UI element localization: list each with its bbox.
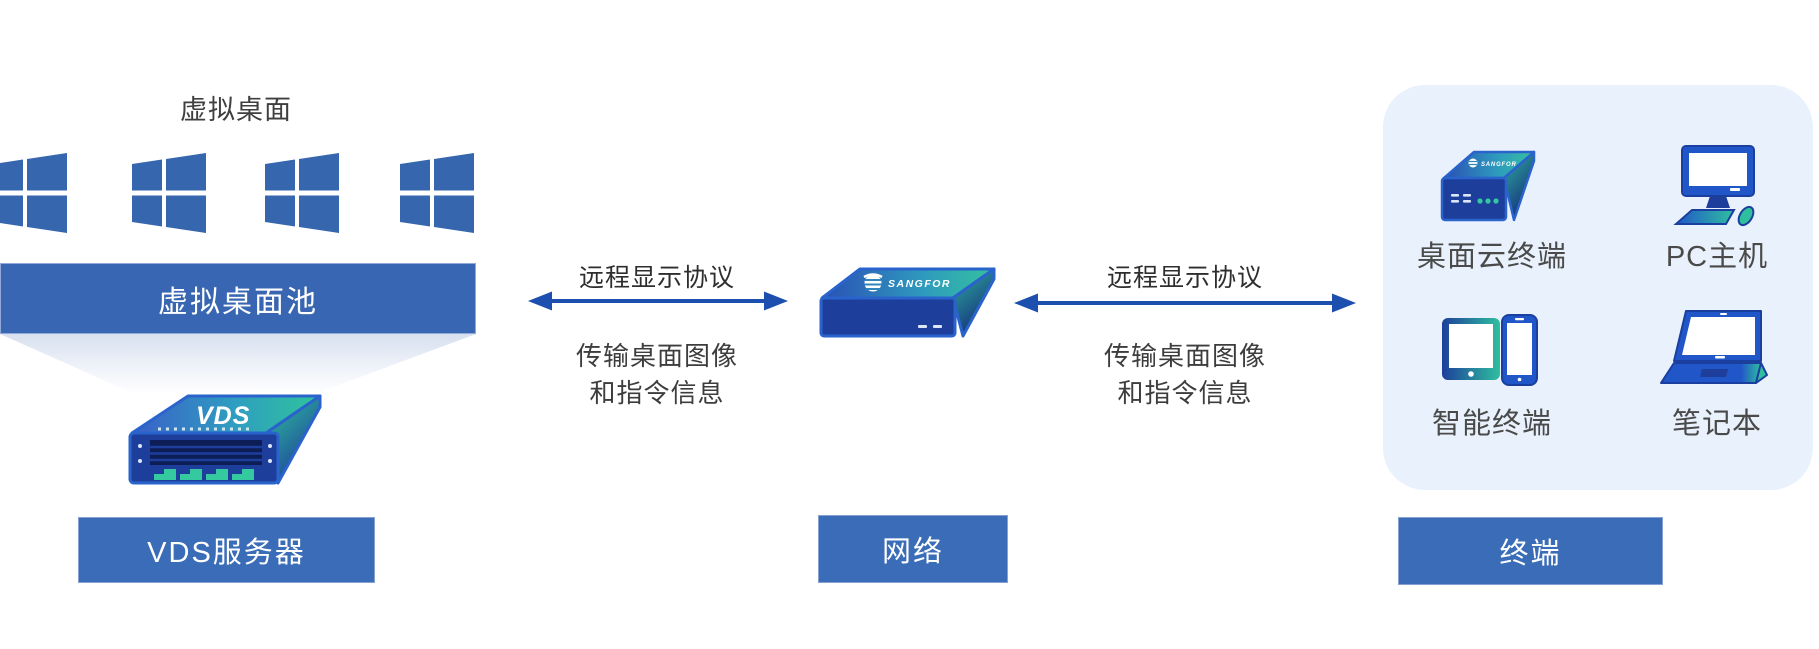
sangfor-logo-icon: SANGFOR	[1468, 158, 1517, 168]
left-link-desc-line1: 传输桌面图像	[575, 341, 738, 371]
laptop-icon	[1660, 310, 1768, 384]
laptop-label: 笔记本	[1671, 408, 1762, 440]
cloud-terminal-icon: SANGFOR	[1440, 150, 1536, 222]
pc-host-icon	[1673, 145, 1755, 227]
smart-terminal-icon	[1442, 314, 1538, 386]
right-link-desc-line2: 和指令信息	[1117, 378, 1253, 408]
sangfor-logo-icon: SANGFOR	[863, 273, 951, 292]
cloud-terminal-brand-text: SANGFOR	[1481, 162, 1517, 168]
left-link-description: 传输桌面图像 和指令信息	[527, 338, 787, 412]
right-link-desc-line1: 传输桌面图像	[1103, 341, 1266, 371]
left-link-desc-line2: 和指令信息	[589, 378, 725, 408]
vds-badge-text: VDS	[196, 402, 250, 430]
vds-server-icon: VDS	[128, 394, 322, 485]
virtual-desktop-title: 虚拟桌面	[180, 95, 292, 125]
terminal-label-box: 终端	[1398, 517, 1663, 585]
network-label: 网络	[881, 536, 944, 568]
pc-host-label: PC主机	[1665, 241, 1769, 273]
left-link-protocol-label: 远程显示协议	[578, 264, 735, 292]
bidirectional-arrow-icon	[1014, 293, 1356, 313]
network-gateway-icon: SANGFOR	[819, 267, 996, 338]
virtual-desktop-pool-label: 虚拟桌面池	[158, 285, 318, 319]
windows-logo-icon	[265, 153, 339, 233]
windows-logo-icon	[400, 153, 474, 233]
vds-server-label: VDS服务器	[147, 537, 306, 569]
windows-logo-icon	[0, 153, 67, 233]
cloud-terminal-label: 桌面云终端	[1416, 241, 1567, 273]
virtual-desktop-pool-bar: 虚拟桌面池	[0, 263, 476, 334]
windows-logo-icon	[132, 153, 206, 233]
network-brand-text: SANGFOR	[888, 278, 951, 290]
smart-terminal-label: 智能终端	[1431, 408, 1552, 440]
right-link-protocol-label: 远程显示协议	[1106, 264, 1263, 292]
bidirectional-arrow-icon	[528, 291, 788, 311]
terminal-label: 终端	[1499, 538, 1562, 570]
vds-server-label-box: VDS服务器	[78, 517, 375, 583]
right-link-description: 传输桌面图像 和指令信息	[1055, 338, 1315, 412]
network-label-box: 网络	[818, 515, 1008, 583]
pool-funnel-shape	[0, 334, 476, 392]
